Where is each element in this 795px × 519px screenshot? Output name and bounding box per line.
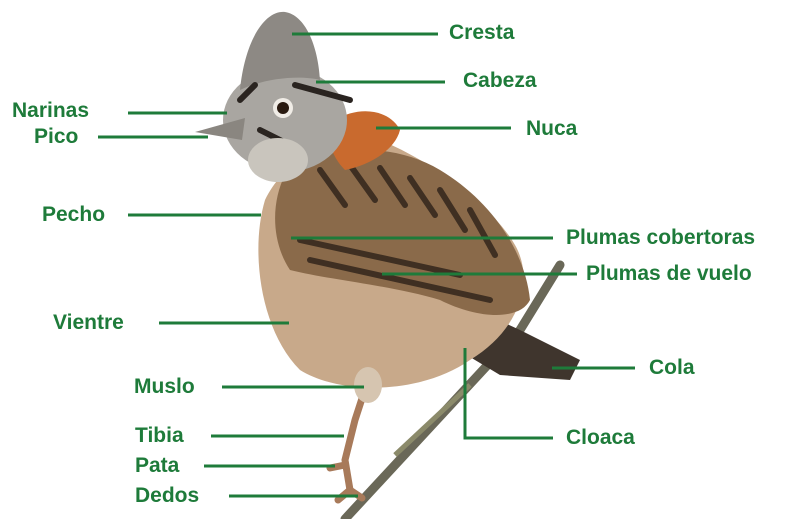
- label-nuca: Nuca: [526, 118, 577, 139]
- label-dedos: Dedos: [135, 485, 199, 506]
- label-plumas-de-vuelo: Plumas de vuelo: [586, 263, 752, 284]
- label-cola: Cola: [649, 357, 695, 378]
- label-vientre: Vientre: [53, 312, 124, 333]
- label-tibia: Tibia: [135, 425, 184, 446]
- label-pico: Pico: [34, 126, 78, 147]
- bird-pupil: [277, 102, 289, 114]
- label-pecho: Pecho: [42, 204, 105, 225]
- label-pata: Pata: [135, 455, 179, 476]
- bird-thigh: [354, 367, 382, 403]
- label-cabeza: Cabeza: [463, 70, 537, 91]
- label-muslo: Muslo: [134, 376, 195, 397]
- label-plumas-cobertoras: Plumas cobertoras: [566, 227, 755, 248]
- label-narinas: Narinas: [12, 100, 89, 121]
- bird-throat: [248, 138, 308, 182]
- label-cresta: Cresta: [449, 22, 514, 43]
- label-cloaca: Cloaca: [566, 427, 635, 448]
